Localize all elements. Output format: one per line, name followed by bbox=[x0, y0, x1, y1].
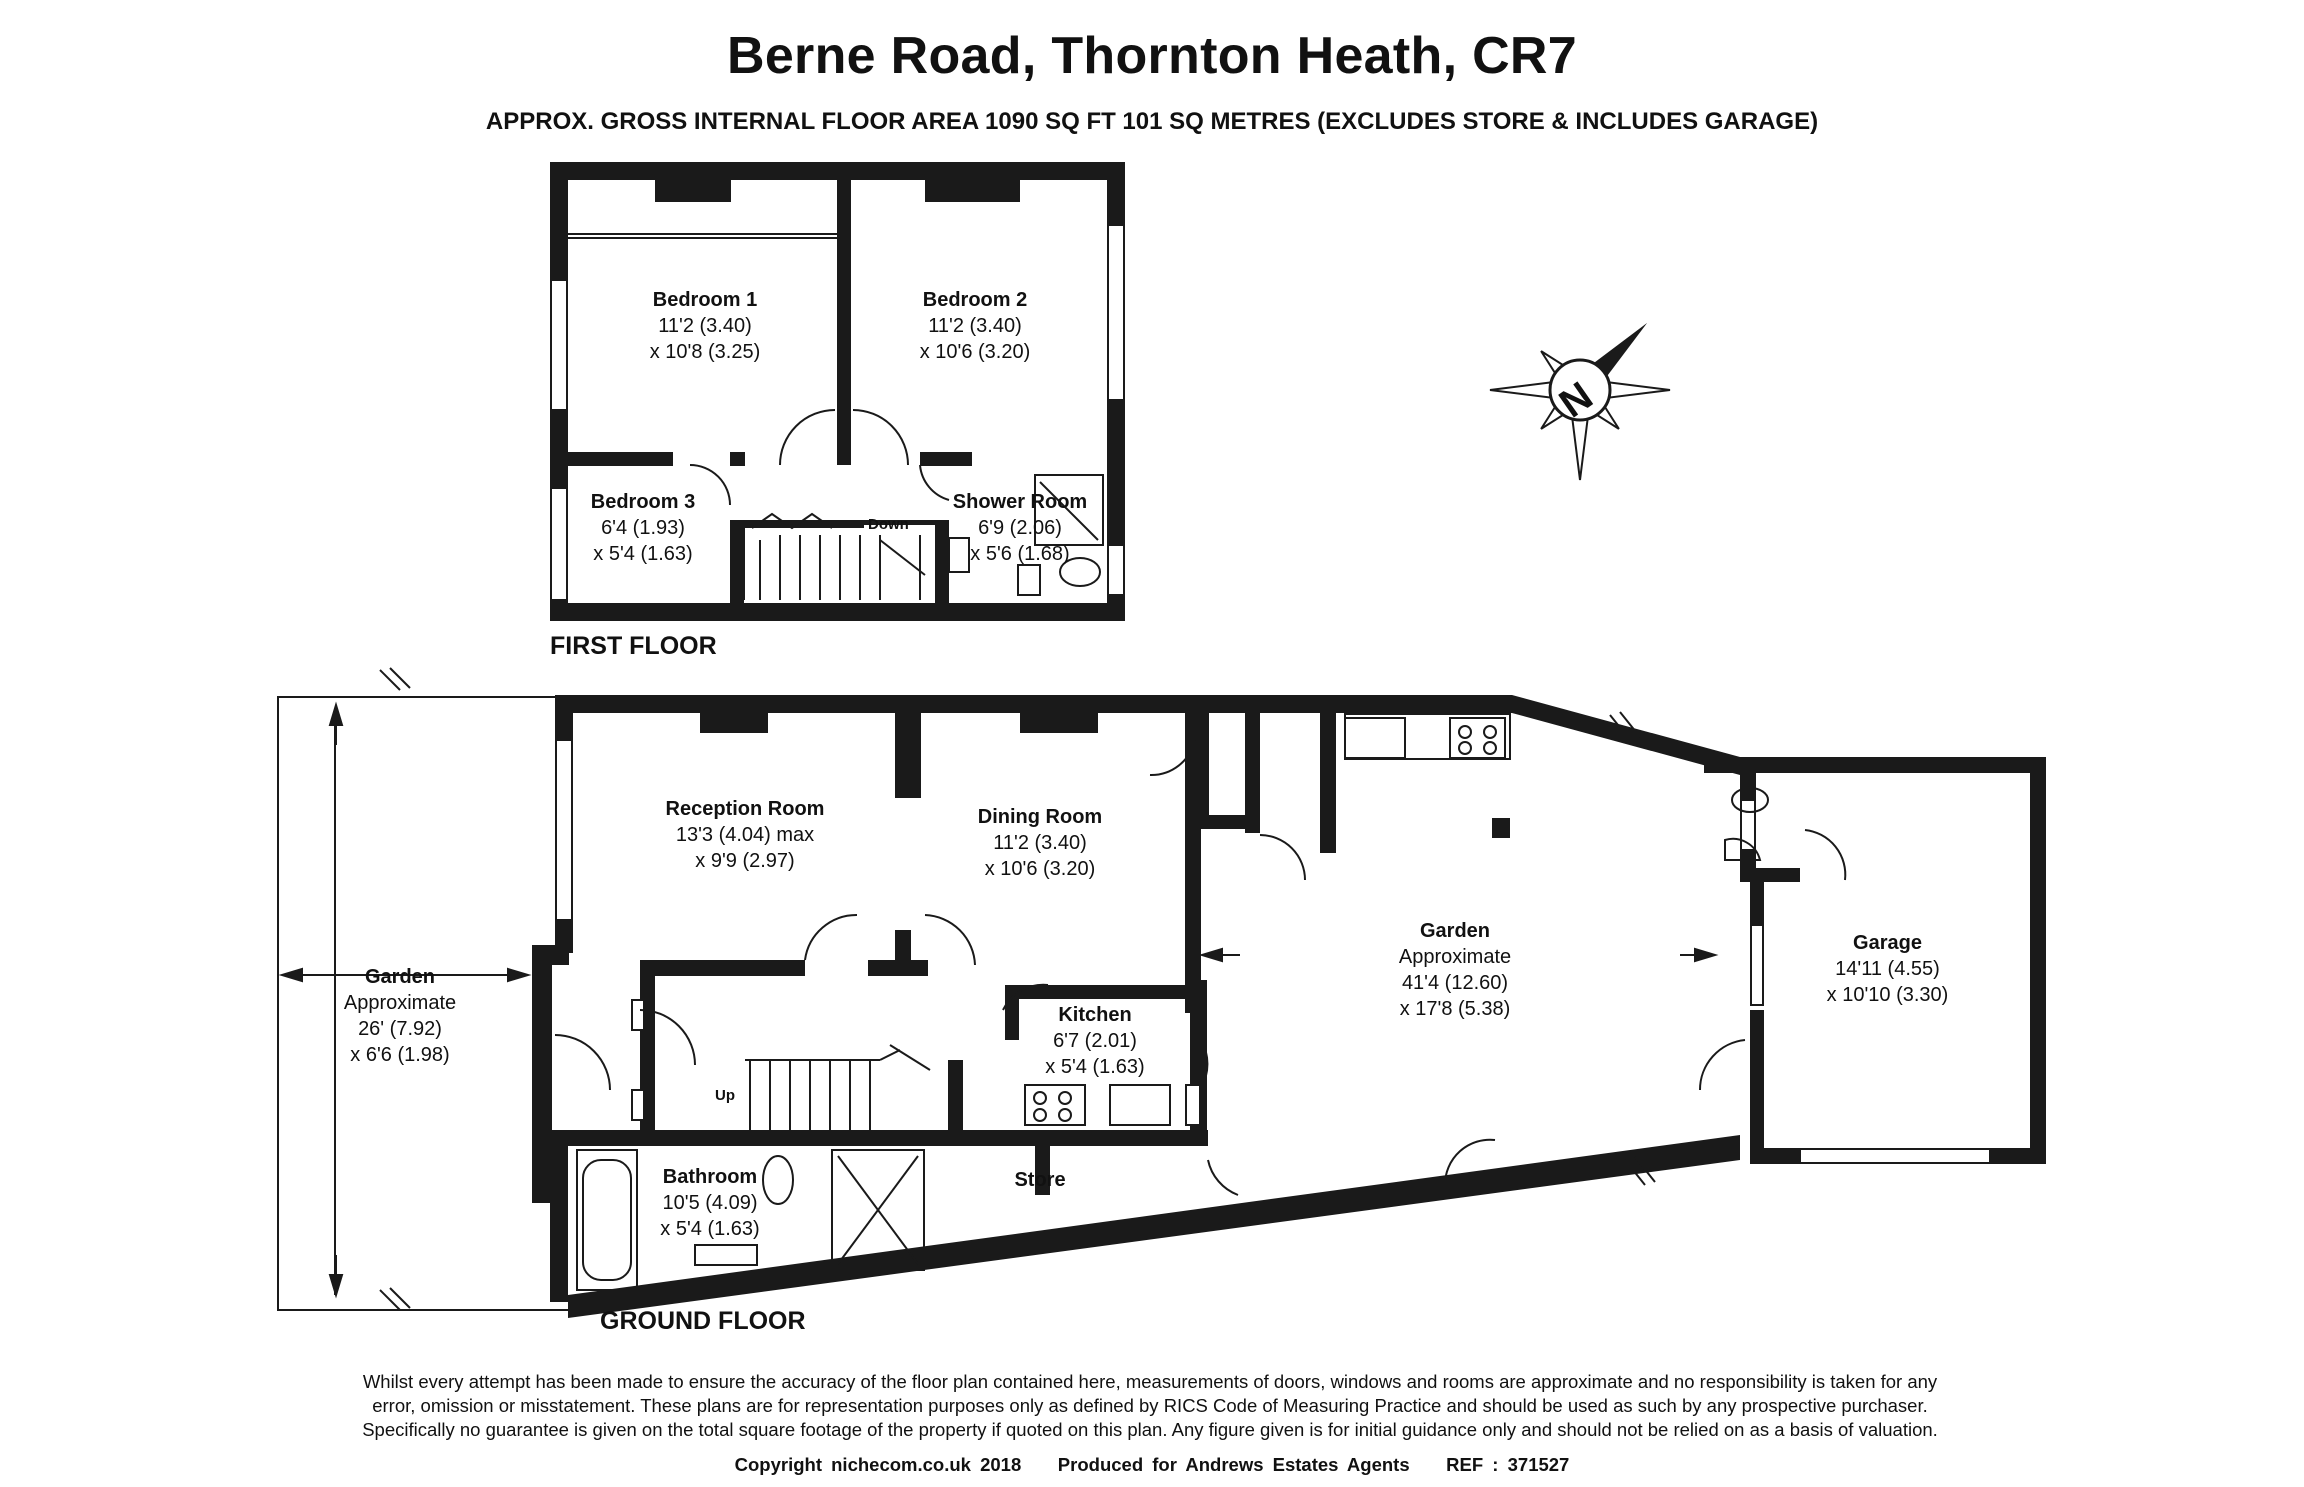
ground-floor-stairs bbox=[745, 1044, 931, 1130]
room-dimension: x 10'6 (3.20) bbox=[919, 341, 1031, 363]
room-dimension: 6'7 (2.01) bbox=[1053, 1030, 1137, 1052]
disclaimer-line: Specifically no guarantee is given on th… bbox=[362, 1419, 1938, 1440]
room-name: Bathroom bbox=[662, 1166, 758, 1188]
room-name: Garden bbox=[1419, 920, 1491, 942]
room-name: Bedroom 1 bbox=[652, 289, 758, 311]
room-dimension: 14'11 (4.55) bbox=[1835, 958, 1940, 980]
room-dimension: x 17'8 (5.38) bbox=[1399, 998, 1511, 1020]
room-dimension: x 5'4 (1.63) bbox=[1045, 1056, 1145, 1078]
garden-outline bbox=[277, 696, 568, 1311]
room-dimension: 6'9 (2.06) bbox=[978, 517, 1062, 539]
room-dimension: 13'3 (4.04) max bbox=[675, 824, 815, 846]
room-name: Shower Room bbox=[952, 491, 1088, 513]
stairs-up-label: Up bbox=[715, 1087, 735, 1104]
shower-fittings bbox=[948, 474, 1104, 596]
copyright-line: Copyright nichecom.co.uk 2018 Produced f… bbox=[734, 1454, 1570, 1475]
compass-rose bbox=[1489, 322, 1671, 481]
garden-front: Garden Approximate 26' (7.92) x 6'6 (1.9… bbox=[325, 964, 475, 1068]
room-dining: Dining Room 11'2 (3.40) x 10'6 (3.20) bbox=[950, 804, 1130, 882]
room-dimension: x 5'4 (1.63) bbox=[660, 1218, 760, 1240]
disclaimer-line: Whilst every attempt has been made to en… bbox=[362, 1371, 1938, 1392]
disclaimer-line: error, omission or misstatement. These p… bbox=[372, 1395, 1928, 1416]
room-dimension: 11'2 (3.40) bbox=[993, 832, 1087, 854]
plan-title: Berne Road, Thornton Heath, CR7 bbox=[726, 27, 1577, 85]
ground-floor-label: GROUND FLOOR bbox=[600, 1307, 806, 1335]
room-dimension: 10'5 (4.09) bbox=[662, 1192, 758, 1214]
garden-approx: Approximate bbox=[1398, 946, 1512, 968]
room-kitchen: Kitchen 6'7 (2.01) x 5'4 (1.63) bbox=[1030, 1002, 1160, 1080]
room-store: Store bbox=[1000, 1167, 1080, 1193]
room-dimension: 26' (7.92) bbox=[358, 1018, 442, 1040]
room-dimension: x 10'8 (3.25) bbox=[649, 341, 761, 363]
ground-floor-walls bbox=[532, 695, 2046, 1302]
kitchen-fittings bbox=[1024, 717, 1506, 1126]
room-bedroom-2: Bedroom 2 11'2 (3.40) x 10'6 (3.20) bbox=[890, 287, 1060, 365]
room-dimension: x 10'6 (3.20) bbox=[984, 858, 1096, 880]
room-name: Kitchen bbox=[1058, 1004, 1132, 1026]
garden-approx: Approximate bbox=[343, 992, 457, 1014]
first-floor-stairs bbox=[759, 535, 926, 600]
disclaimer: Whilst every attempt has been made to en… bbox=[250, 1370, 2050, 1442]
boundary-ticks bbox=[379, 667, 1656, 1311]
room-bedroom-3: Bedroom 3 6'4 (1.93) x 5'4 (1.63) bbox=[568, 489, 718, 567]
floor-area-subtitle: APPROX. GROSS INTERNAL FLOOR AREA 1090 S… bbox=[485, 108, 1819, 135]
stairs-down-label: Down bbox=[868, 516, 909, 533]
room-dimension: x 10'10 (3.30) bbox=[1826, 984, 1949, 1006]
room-dimension: x 5'6 (1.68) bbox=[970, 543, 1070, 565]
room-name: Store bbox=[1014, 1169, 1066, 1191]
room-bathroom: Bathroom 10'5 (4.09) x 5'4 (1.63) bbox=[645, 1164, 775, 1242]
room-reception: Reception Room 13'3 (4.04) max x 9'9 (2.… bbox=[640, 796, 850, 874]
ground-floor-windows bbox=[555, 713, 1991, 1164]
ground-floor-doors bbox=[554, 739, 1847, 1196]
room-dimension: x 6'6 (1.98) bbox=[350, 1044, 450, 1066]
room-garage: Garage 14'11 (4.55) x 10'10 (3.30) bbox=[1800, 930, 1975, 1008]
room-name: Garage bbox=[1853, 932, 1922, 954]
diagonal-boundary-wall bbox=[568, 1135, 1740, 1318]
room-name: Bedroom 3 bbox=[590, 491, 696, 513]
room-name: Dining Room bbox=[977, 806, 1103, 828]
room-shower-room: Shower Room 6'9 (2.06) x 5'6 (1.68) bbox=[940, 489, 1100, 567]
garden-rear: Garden Approximate 41'4 (12.60) x 17'8 (… bbox=[1370, 918, 1540, 1022]
room-name: Reception Room bbox=[665, 798, 825, 820]
room-name: Garden bbox=[364, 966, 436, 988]
room-name: Bedroom 2 bbox=[922, 289, 1028, 311]
garage-wc-fittings bbox=[1724, 787, 1769, 861]
room-dimension: x 5'4 (1.63) bbox=[593, 543, 693, 565]
first-floor-doors bbox=[568, 233, 950, 600]
room-dimension: 41'4 (12.60) bbox=[1401, 972, 1509, 994]
room-dimension: 11'2 (3.40) bbox=[658, 315, 752, 337]
dimension-arrows bbox=[278, 701, 1719, 1299]
first-floor-windows bbox=[550, 224, 1125, 601]
room-bedroom-1: Bedroom 1 11'2 (3.40) x 10'8 (3.25) bbox=[620, 287, 790, 365]
first-floor-label: FIRST FLOOR bbox=[550, 632, 717, 660]
room-dimension: 6'4 (1.93) bbox=[601, 517, 685, 539]
room-dimension: x 9'9 (2.97) bbox=[695, 850, 795, 872]
room-dimension: 11'2 (3.40) bbox=[928, 315, 1022, 337]
bathroom-fittings bbox=[576, 1149, 925, 1291]
